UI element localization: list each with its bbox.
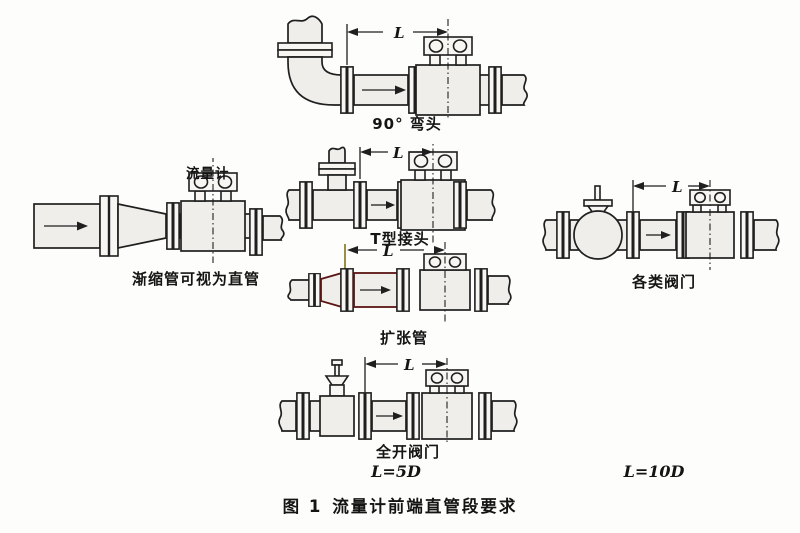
flow-meter <box>419 242 471 324</box>
dimension: L <box>632 178 710 211</box>
outlet-stub <box>753 219 780 251</box>
outlet-stub <box>262 215 285 241</box>
elbow-label: 90° 弯头 <box>372 115 442 133</box>
outlet-stub <box>487 275 512 305</box>
flow-arrow <box>44 221 88 231</box>
dimension: L <box>347 242 445 260</box>
flow-meter <box>421 358 473 442</box>
figure-caption: 图 1 流量计前端直管段要求 <box>283 493 518 517</box>
expander-diagram: L <box>287 242 512 324</box>
open-valve-label: 全开阀门 <box>375 443 441 461</box>
valves-diagram: L <box>542 178 780 270</box>
dimension: L <box>364 356 447 392</box>
tee-label: T型接头 <box>370 230 430 248</box>
valves-label: 各类阀门 <box>631 273 697 291</box>
open-valve-note: L=5D <box>371 462 421 481</box>
valves-note: L=10D <box>623 462 685 481</box>
elbow-bend <box>287 56 343 106</box>
outlet-stub <box>501 74 528 106</box>
flow-arrow <box>371 201 395 209</box>
flow-arrow <box>376 412 403 420</box>
inlet-stub <box>278 400 297 432</box>
flange <box>474 268 488 312</box>
reducer-label: 渐缩管可视为直管 <box>131 270 261 288</box>
elbow-inlet-stub <box>277 15 333 58</box>
flange <box>99 195 119 257</box>
flange <box>740 211 754 259</box>
flow-arrow <box>360 286 391 294</box>
flange <box>340 268 354 312</box>
flow-arrow <box>362 85 406 95</box>
globe-valve <box>573 185 623 260</box>
flange <box>478 392 492 440</box>
flange <box>353 181 367 229</box>
outlet-stub <box>466 189 496 221</box>
flange <box>453 181 467 229</box>
flange <box>626 211 640 259</box>
gate-valve <box>319 359 355 437</box>
outlet-stub <box>491 400 518 432</box>
flange <box>340 66 354 114</box>
flange <box>488 66 502 114</box>
flange <box>296 392 310 440</box>
reducer-diagram <box>33 158 285 263</box>
flow-meter-label: 流量计 <box>186 166 230 182</box>
figure-caption-text: 流量计前端直管段要求 <box>332 497 518 516</box>
flange <box>358 392 372 440</box>
dim-label: L <box>382 242 394 260</box>
dim-label: L <box>671 178 683 196</box>
figure-caption-prefix: 图 1 <box>282 497 323 516</box>
flange <box>396 268 410 312</box>
expander-cone <box>320 271 343 309</box>
inlet-stub <box>287 279 311 301</box>
flange <box>308 273 321 307</box>
open-valve-diagram: L <box>278 356 518 442</box>
tee-branch <box>318 146 356 191</box>
expander-label: 扩张管 <box>379 329 429 347</box>
reducer-cone <box>117 202 167 250</box>
dim-label: L <box>393 24 405 42</box>
tee-diagram: L <box>285 143 496 243</box>
flow-meter <box>415 19 481 120</box>
dimension: L <box>359 144 433 179</box>
flange <box>249 208 263 256</box>
inlet-stub <box>542 219 559 251</box>
flow-meter <box>685 180 735 270</box>
dim-label: L <box>403 356 415 374</box>
dim-label: L <box>392 144 404 162</box>
inlet-stub <box>285 189 302 221</box>
flow-arrow <box>646 231 671 239</box>
dimension: L <box>346 24 448 65</box>
elbow-diagram: L <box>277 15 528 120</box>
flange <box>556 211 570 259</box>
flange <box>406 392 420 440</box>
flange <box>299 181 313 229</box>
flange <box>166 202 180 250</box>
